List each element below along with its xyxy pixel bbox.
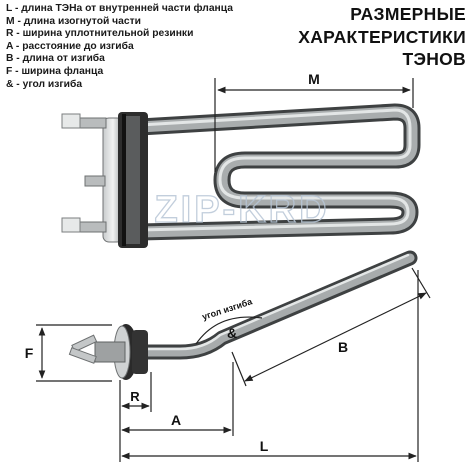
legend: L - длина ТЭНа от внутренней части фланц… bbox=[6, 3, 256, 91]
watermark: ZIP-KRD bbox=[154, 189, 329, 231]
top-heater bbox=[61, 103, 421, 248]
dimension-m bbox=[214, 78, 414, 172]
dimension-r bbox=[119, 372, 152, 412]
legend-item-r: R - ширина уплотнительной резинки bbox=[6, 28, 194, 40]
bend-angle-symbol: & bbox=[227, 325, 237, 341]
dimension-l-label: L bbox=[260, 438, 269, 454]
bend-angle-arc bbox=[195, 316, 263, 345]
heater-terminals-bottom bbox=[68, 334, 98, 364]
heater-tube-bottom bbox=[138, 250, 418, 360]
title-line-3: ТЭНОВ bbox=[402, 49, 466, 69]
legend-item-m: M - длина изогнутой части bbox=[6, 15, 141, 27]
bottom-heater bbox=[68, 250, 418, 380]
legend-item-f: F - ширина фланца bbox=[6, 65, 104, 77]
dimension-l bbox=[121, 270, 419, 462]
page-title: РАЗМЕРНЫЕ ХАРАКТЕРИСТИКИ ТЭНОВ bbox=[246, 3, 466, 71]
heater-tube-top bbox=[131, 103, 421, 241]
dimension-b-label: B bbox=[338, 339, 348, 355]
title-line-1: РАЗМЕРНЫЕ bbox=[350, 4, 466, 24]
heater-terminals-top bbox=[61, 113, 107, 233]
dimension-f bbox=[36, 324, 112, 382]
dimension-a-label: A bbox=[171, 412, 181, 428]
bend-angle-caption: угол изгиба bbox=[201, 296, 254, 322]
dimension-m-label: M bbox=[308, 71, 320, 87]
dimension-r-label: R bbox=[130, 389, 140, 404]
dimension-a bbox=[119, 362, 234, 462]
dimension-b bbox=[231, 267, 431, 387]
dimension-f-label: F bbox=[25, 345, 34, 361]
heater-flange-bottom bbox=[94, 324, 148, 380]
title-line-2: ХАРАКТЕРИСТИКИ bbox=[298, 26, 466, 47]
legend-item-b: B - длина от изгиба bbox=[6, 53, 105, 65]
legend-item-a: A - расстояние до изгиба bbox=[6, 40, 134, 52]
legend-item-angle: & - угол изгиба bbox=[6, 78, 83, 90]
legend-item-l: L - длина ТЭНа от внутренней части фланц… bbox=[6, 3, 233, 14]
heater-flange-top bbox=[102, 112, 148, 248]
